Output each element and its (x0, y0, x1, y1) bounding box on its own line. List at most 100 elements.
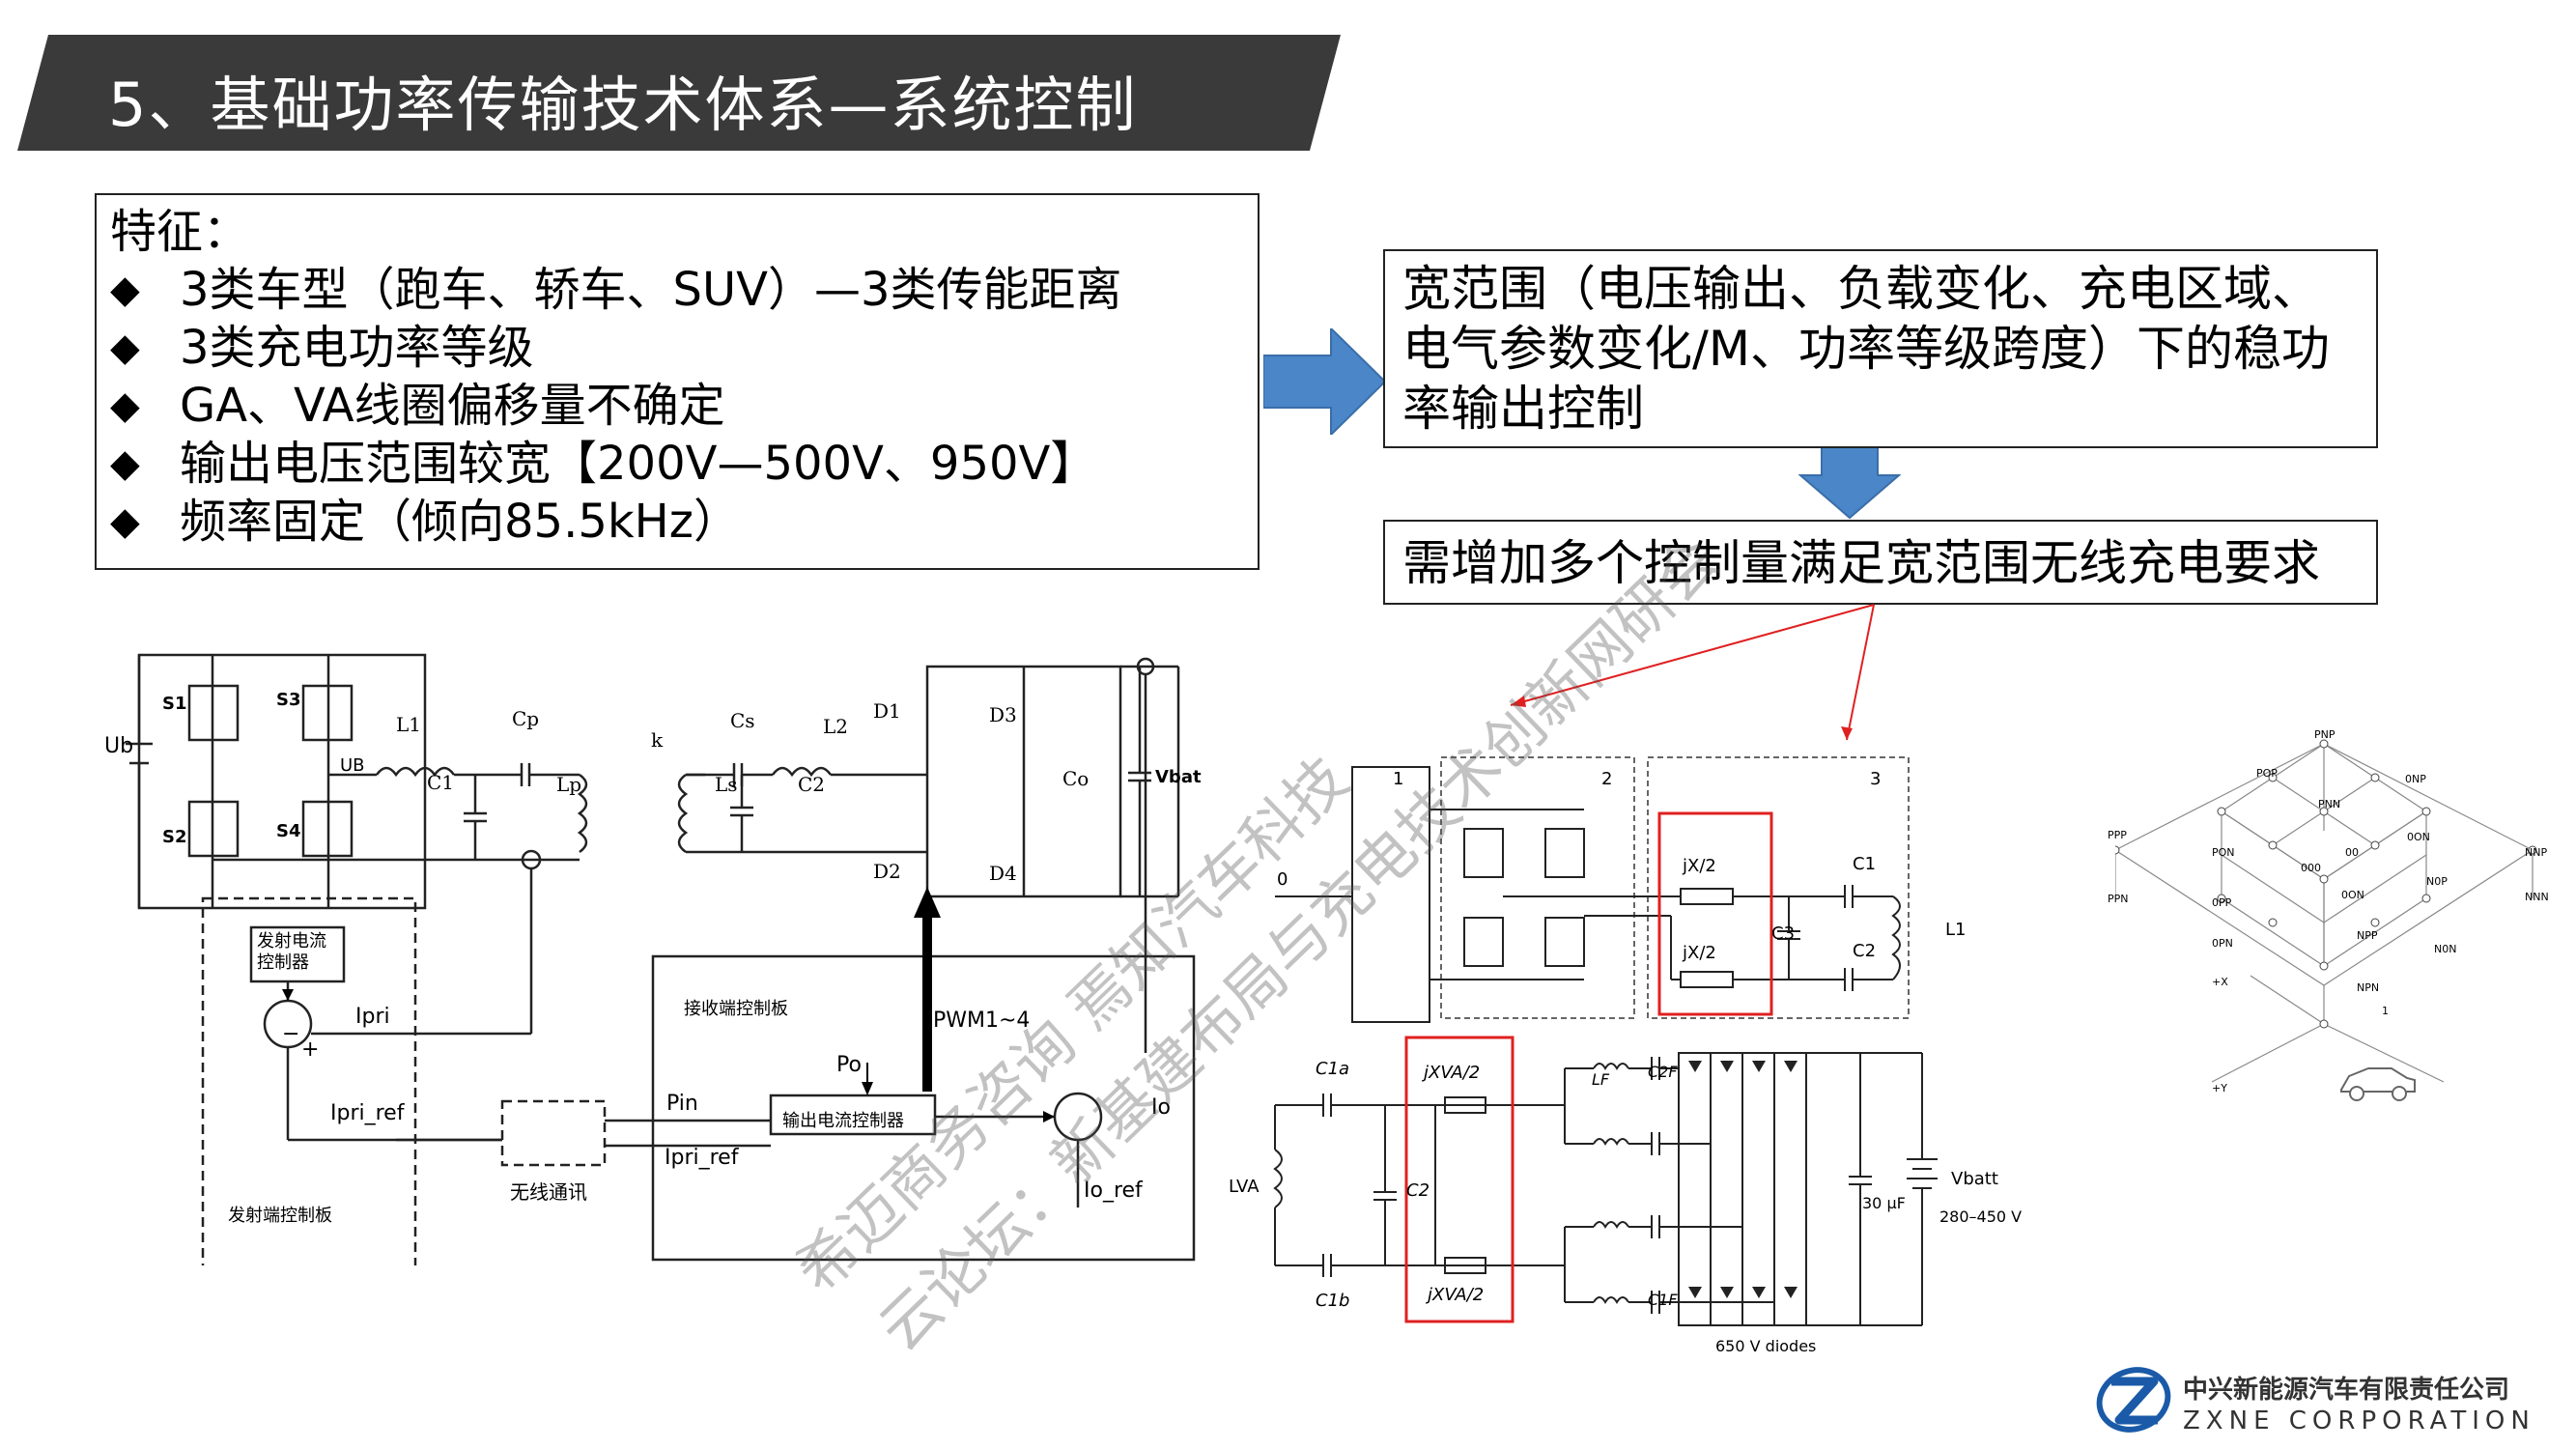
lattice-y: +Y (2212, 1082, 2227, 1094)
lattice-onp: 0NP (2405, 773, 2426, 785)
lattice-pon: PON (2212, 846, 2235, 859)
lattice-nnp: NNP (2525, 846, 2548, 859)
diamond-bullet-icon: ◆ (110, 268, 140, 312)
label-s1: S1 (162, 694, 187, 714)
label-c2f: C2F (1648, 1063, 1678, 1081)
label-co: Co (1062, 767, 1090, 790)
label-l1: L1 (396, 713, 422, 736)
label-jxva1: jXVA/2 (1424, 1063, 1481, 1083)
label-cp: Cp (512, 707, 540, 730)
label-c2: C2 (798, 773, 826, 796)
right-top-circuit-diagram (1275, 756, 1910, 1023)
label-cap: 30 μF (1862, 1194, 1906, 1212)
label-c1-rt: C1 (1853, 854, 1877, 874)
lattice-opn: 0PN (2212, 937, 2233, 950)
lattice-oon2: 0ON (2341, 889, 2364, 901)
logo-company-en: ZXNE CORPORATION (2183, 1406, 2535, 1435)
label-diodes: 650 V diodes (1715, 1337, 1817, 1355)
label-io: Io (1151, 1095, 1171, 1120)
label-plus: + (301, 1037, 320, 1062)
features-list: ◆3类车型（跑车、轿车、SUV）—3类传能距离 ◆3类充电功率等级 ◆GA、VA… (110, 261, 1244, 551)
label-s3: S3 (276, 690, 301, 710)
right-arrow-icon (1263, 328, 1387, 435)
zxne-logo-icon (2096, 1367, 2171, 1433)
diamond-bullet-icon: ◆ (110, 441, 140, 486)
lattice-x: +X (2212, 976, 2228, 988)
label-pin: Pin (666, 1092, 698, 1116)
label-d1: D1 (873, 699, 901, 723)
label-c2-rb: C2 (1406, 1180, 1430, 1201)
label-zero: 0 (1277, 869, 1288, 890)
list-item: ◆输出电压范围较宽【200V—500V、950V】 (110, 437, 1097, 491)
list-item: ◆3类充电功率等级 (110, 321, 534, 375)
lattice-non: N0N (2434, 943, 2457, 955)
label-jx2: jX/2 (1683, 943, 1716, 963)
slide-title: 5、基础功率传输技术体系—系统控制 (108, 70, 1138, 140)
label-cs: Cs (730, 709, 755, 732)
logo-company-cn: 中兴新能源汽车有限责任公司 (2183, 1376, 2510, 1405)
label-po: Po (836, 1053, 862, 1077)
label-c1f: C1F (1648, 1291, 1678, 1309)
wireless-comm-label: 无线通讯 (510, 1180, 587, 1204)
lattice-one: 1 (2382, 1005, 2389, 1017)
left-circuit-diagram (126, 653, 1196, 1265)
label-node1: 1 (1393, 769, 1404, 789)
lattice-pnp: PNP (2314, 728, 2335, 741)
list-item: ◆频率固定（倾向85.5kHz） (110, 495, 740, 549)
tx-board-label: 发射端控制板 (228, 1206, 332, 1226)
title-banner (17, 35, 1341, 151)
label-vbat: Vbat (1155, 767, 1202, 787)
down-arrow-icon (1798, 446, 1901, 520)
lattice-ooo: 000 (2301, 862, 2321, 874)
lattice-pop: POP (2256, 767, 2278, 780)
lattice-oon: 0ON (2407, 831, 2430, 843)
label-ipri-ref2: Ipri_ref (665, 1146, 739, 1170)
diamond-bullet-icon: ◆ (110, 326, 140, 370)
lattice-ppp: PPP (2108, 829, 2127, 841)
right-bottom-circuit-diagram (1273, 1036, 1938, 1326)
diamond-bullet-icon: ◆ (110, 384, 140, 428)
label-ipri-ref: Ipri_ref (330, 1101, 405, 1125)
lattice-pnn: PNN (2318, 798, 2341, 810)
lattice-npn: NPN (2357, 981, 2380, 994)
label-lva: LVA (1229, 1177, 1260, 1197)
label-c1: C1 (427, 771, 455, 794)
list-item: ◆3类车型（跑车、轿车、SUV）—3类传能距离 (110, 263, 1122, 317)
lattice-npp: NPP (2357, 929, 2378, 942)
car-icon (2340, 1067, 2416, 1101)
label-minus: − (282, 1022, 300, 1046)
lattice-nnn: NNN (2525, 891, 2549, 903)
lattice-oo: 00 (2345, 846, 2359, 859)
label-ub2: UB (340, 755, 365, 776)
wide-range-box: 宽范围（电压输出、负载变化、充电区域、电气参数变化/M、功率等级跨度）下的稳功率… (1383, 249, 2378, 448)
label-ls: Ls (715, 773, 738, 796)
label-l2: L2 (823, 715, 849, 738)
label-d3: D3 (989, 703, 1017, 726)
output-current-controller-label: 输出电流控制器 (782, 1111, 904, 1131)
label-io-ref: Io_ref (1084, 1179, 1143, 1203)
label-k: k (651, 728, 664, 752)
label-pwm: PWM1~4 (933, 1009, 1031, 1033)
label-s2: S2 (162, 827, 187, 847)
label-vbatt: Vbatt (1951, 1169, 1998, 1189)
label-lp: Lp (556, 773, 582, 796)
label-jxva2: jXVA/2 (1428, 1285, 1485, 1305)
label-d2: D2 (873, 860, 901, 883)
tx-current-controller-label: 发射电流 控制器 (257, 931, 326, 973)
features-box: 特征： ◆3类车型（跑车、轿车、SUV）—3类传能距离 ◆3类充电功率等级 ◆G… (95, 193, 1260, 570)
features-title: 特征： (110, 205, 250, 259)
label-c1a: C1a (1316, 1059, 1350, 1079)
label-c2-rt: C2 (1853, 941, 1877, 961)
state-lattice-diagram (2115, 739, 2537, 1083)
label-s4: S4 (276, 821, 301, 841)
label-node2: 2 (1601, 769, 1613, 789)
lattice-ppn: PPN (2108, 893, 2129, 905)
label-d4: D4 (989, 862, 1017, 885)
label-c1b: C1b (1316, 1291, 1350, 1311)
need-control-box: 需增加多个控制量满足宽范围无线充电要求 (1383, 520, 2378, 605)
label-ipri: Ipri (355, 1005, 390, 1029)
label-l1-rt: L1 (1945, 920, 1967, 940)
label-node3: 3 (1870, 769, 1882, 789)
rx-board-label: 接收端控制板 (684, 999, 788, 1019)
red-pointer-lines (1510, 604, 1875, 741)
